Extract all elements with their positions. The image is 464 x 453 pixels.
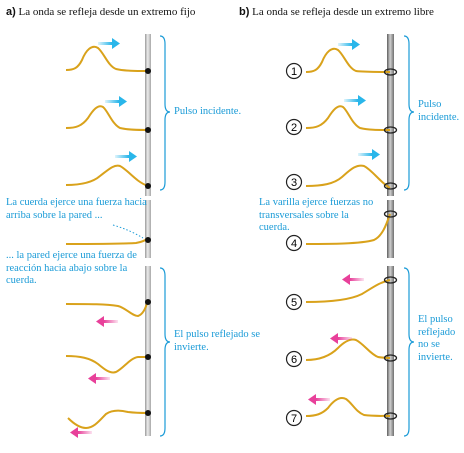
string-wave [65, 164, 149, 187]
step-number: 1 [291, 66, 297, 78]
reflected-arrow-icon [330, 333, 352, 344]
step-marker: 6 [285, 350, 303, 368]
step-number: 2 [291, 122, 297, 134]
fixed-wall [145, 266, 151, 436]
incident-arrow-icon [105, 96, 127, 107]
brace-reflected [403, 267, 415, 437]
string-wave [305, 105, 391, 131]
free-end-rod [387, 34, 394, 196]
step-marker: 3 [285, 173, 303, 191]
step-number: 4 [291, 238, 297, 250]
label-rod-force: La varilla ejerce fuerzas no transversal… [259, 197, 374, 233]
panel-b-letter: b) [239, 6, 250, 18]
incident-arrow-icon [338, 39, 360, 50]
rod-ring [383, 210, 398, 218]
rod-ring [383, 182, 398, 190]
string-end-dot [145, 354, 151, 360]
string-end-dot [145, 68, 151, 74]
string-end-dot [145, 237, 151, 243]
brace-incident [403, 35, 415, 191]
free-end-rod [387, 200, 394, 258]
incident-arrow-icon [98, 38, 120, 49]
string-wave [65, 45, 149, 72]
string-wave [65, 355, 148, 374]
incident-arrow-icon [344, 95, 366, 106]
label-reflected-b: El pulso reflejado no se invierte. [418, 314, 456, 363]
string-wave [305, 164, 391, 189]
string-wave [305, 397, 391, 417]
fixed-wall [145, 34, 151, 196]
step-number: 3 [291, 177, 297, 189]
free-end-rod [387, 266, 394, 436]
string-end-dot [145, 127, 151, 133]
incident-arrow-icon [358, 149, 380, 160]
string-wave [305, 279, 391, 303]
string-wave [305, 338, 391, 361]
rod-ring [383, 276, 398, 284]
reflected-arrow-icon [308, 394, 330, 405]
string-wave [67, 409, 149, 430]
label-incident-a: Pulso incidente. [174, 106, 242, 117]
panel-b-title: b) La onda se refleja desde un extremo l… [239, 6, 434, 18]
panel-a-title-text: La onda se refleja desde un extremo fijo [18, 6, 196, 18]
rod-ring [383, 354, 398, 362]
reflected-arrow-icon [342, 274, 364, 285]
label-incident-b: Pulso incidente. [418, 99, 460, 123]
step-marker: 5 [285, 293, 303, 311]
panel-a-title: a) La onda se refleja desde un extremo f… [6, 6, 195, 18]
label-reaction: ... la pared ejerce una fuerza de reacci… [6, 250, 137, 286]
panel-a [65, 34, 171, 438]
brace-reflected [159, 267, 171, 437]
fixed-wall [145, 200, 151, 258]
panel-b-title-text: La onda se refleja desde un extremo libr… [252, 6, 434, 18]
incident-arrow-icon [115, 151, 137, 162]
string-wave [65, 105, 149, 131]
rod-ring [383, 68, 398, 76]
step-number: 7 [291, 413, 297, 425]
label-reflected-a: El pulso reflejado se invierte. [174, 329, 261, 353]
string-end-dot [145, 299, 151, 305]
string-wave [305, 47, 391, 73]
string-wave [305, 213, 391, 245]
reflected-arrow-icon [70, 427, 92, 438]
label-force-on-wall: La cuerda ejerce una fuerza hacia arriba… [6, 197, 147, 221]
step-marker: 7 [285, 409, 303, 427]
string-wave [65, 300, 149, 318]
panel-a-letter: a) [6, 6, 16, 18]
rod-ring [383, 412, 398, 420]
reflected-arrow-icon [96, 316, 118, 327]
step-marker: 4 [285, 234, 303, 252]
step-number: 6 [291, 354, 297, 366]
brace-incident [159, 35, 171, 191]
string-end-dot [145, 183, 151, 189]
panel-b: 1 2 3 4 5 6 7 [285, 34, 415, 437]
string-end-dot [145, 410, 151, 416]
step-marker: 2 [285, 118, 303, 136]
step-number: 5 [291, 297, 297, 309]
rod-ring [383, 126, 398, 134]
string-wave [65, 237, 149, 245]
dotted-pointer [112, 224, 144, 239]
reflected-arrow-icon [88, 373, 110, 384]
step-marker: 1 [285, 62, 303, 80]
